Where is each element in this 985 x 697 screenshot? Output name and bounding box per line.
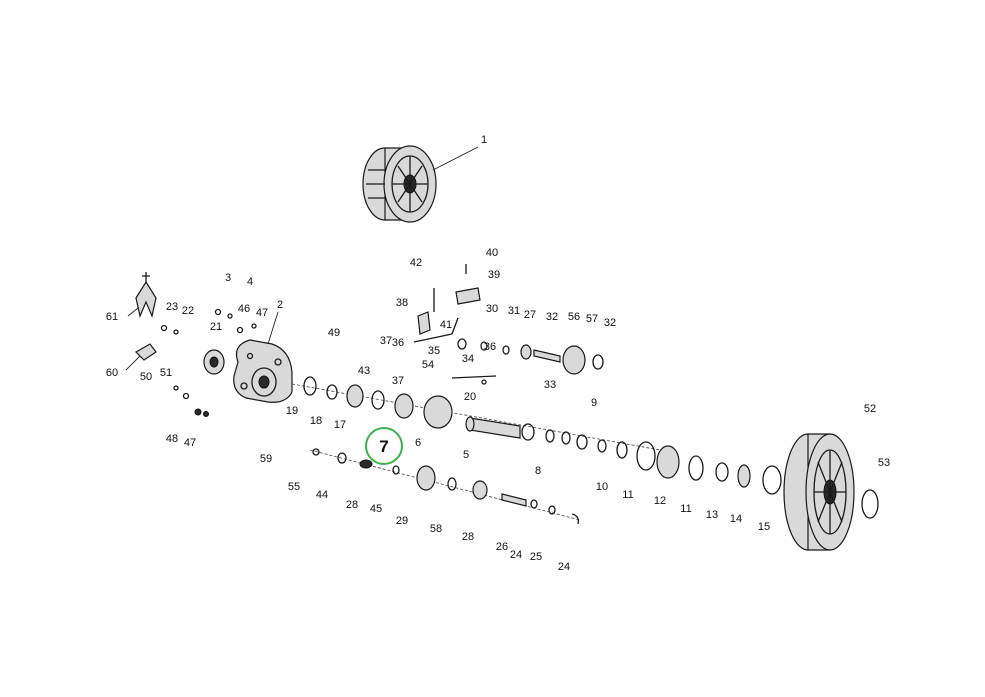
part-label-p19: 19 [286, 405, 298, 417]
part-label-p35: 35 [428, 345, 440, 357]
part-label-p28b: 28 [462, 531, 474, 543]
part-label-p14: 14 [730, 513, 742, 525]
part-label-p45: 45 [370, 503, 382, 515]
part-label-p47b: 47 [184, 437, 196, 449]
part-label-p24b: 24 [558, 561, 570, 573]
part-label-p11b: 11 [680, 503, 691, 515]
part-60-bracket [135, 343, 157, 361]
highlight-label: 7 [379, 437, 388, 456]
part-label-p10: 10 [596, 481, 608, 493]
part-label-p28a: 28 [346, 499, 358, 511]
part-label-p49: 49 [328, 327, 340, 339]
part-label-p27: 27 [524, 309, 536, 321]
part-label-p31: 31 [508, 305, 520, 317]
leader-60 [125, 355, 141, 371]
part-label-p32b: 32 [604, 317, 616, 329]
part-label-p37a: 37 [380, 335, 392, 347]
part-53-ring [861, 489, 879, 519]
upper-right-gears [451, 338, 604, 385]
part-label-p46: 46 [238, 303, 250, 315]
part-label-p24a: 24 [510, 549, 522, 561]
part-label-p8: 8 [535, 465, 541, 477]
part-label-p57: 57 [586, 313, 598, 325]
part-1-pulley-hub [362, 145, 437, 223]
part-label-p6: 6 [415, 437, 421, 449]
part-40-39-upper-fork [413, 264, 481, 343]
part-label-p55: 55 [288, 481, 300, 493]
part-label-p25: 25 [530, 551, 542, 563]
leader-2 [267, 311, 279, 345]
leader-61 [127, 307, 139, 317]
small-fasteners-left [160, 308, 257, 417]
part-label-p12: 12 [654, 495, 666, 507]
part-label-p1: 1 [481, 134, 487, 146]
part-label-p36a: 36 [392, 337, 404, 349]
part-label-p34: 34 [462, 353, 474, 365]
part-label-p18: 18 [310, 415, 322, 427]
part-label-p22: 22 [182, 305, 194, 317]
part-label-p26: 26 [496, 541, 508, 553]
part-label-p3: 3 [225, 272, 231, 284]
part-2-housing [233, 339, 293, 403]
part-label-p30: 30 [486, 303, 498, 315]
part-52-large-pulley [783, 433, 855, 551]
part-label-p47a: 47 [256, 307, 268, 319]
part-label-p36b: 36 [484, 341, 496, 353]
part-label-p5: 5 [463, 449, 469, 461]
part-label-p15: 15 [758, 521, 770, 533]
part-label-p50: 50 [140, 371, 152, 383]
part-label-p51: 51 [160, 367, 172, 379]
part-61-clamp [135, 272, 157, 318]
part-label-p17: 17 [334, 419, 346, 431]
part-21-flange [203, 349, 225, 375]
part-label-p11a: 11 [622, 489, 633, 501]
part-label-p2: 2 [277, 299, 283, 311]
part-label-p43: 43 [358, 365, 370, 377]
part-label-p53: 53 [878, 457, 890, 469]
part-label-p4: 4 [247, 276, 253, 288]
lower-row-components [312, 448, 580, 525]
part-label-p44: 44 [316, 489, 328, 501]
part-label-p56: 56 [568, 311, 580, 323]
leader-1 [432, 146, 479, 171]
part-label-p58: 58 [430, 523, 442, 535]
part-label-p48: 48 [166, 433, 178, 445]
part-label-p39: 39 [488, 269, 500, 281]
part-label-p32a: 32 [546, 311, 558, 323]
part-label-p54: 54 [422, 359, 434, 371]
part-label-p37b: 37 [392, 375, 404, 387]
part-label-p23: 23 [166, 301, 178, 313]
part-label-p40: 40 [486, 247, 498, 259]
part-label-p33: 33 [544, 379, 556, 391]
part-label-p59: 59 [260, 453, 272, 465]
part-label-p38: 38 [396, 297, 408, 309]
part-label-p61: 61 [106, 311, 118, 323]
part-label-p41: 41 [440, 319, 452, 331]
part-label-p13: 13 [706, 509, 718, 521]
part-label-p60: 60 [106, 367, 118, 379]
shaft-components [303, 376, 782, 495]
part-label-p21: 21 [210, 321, 222, 333]
part-label-p42: 42 [410, 257, 422, 269]
part-label-p9: 9 [591, 397, 597, 409]
part-label-p29: 29 [396, 515, 408, 527]
highlight-marker[interactable]: 7 [365, 427, 403, 465]
part-label-p52: 52 [864, 403, 876, 415]
part-label-p20: 20 [464, 391, 476, 403]
